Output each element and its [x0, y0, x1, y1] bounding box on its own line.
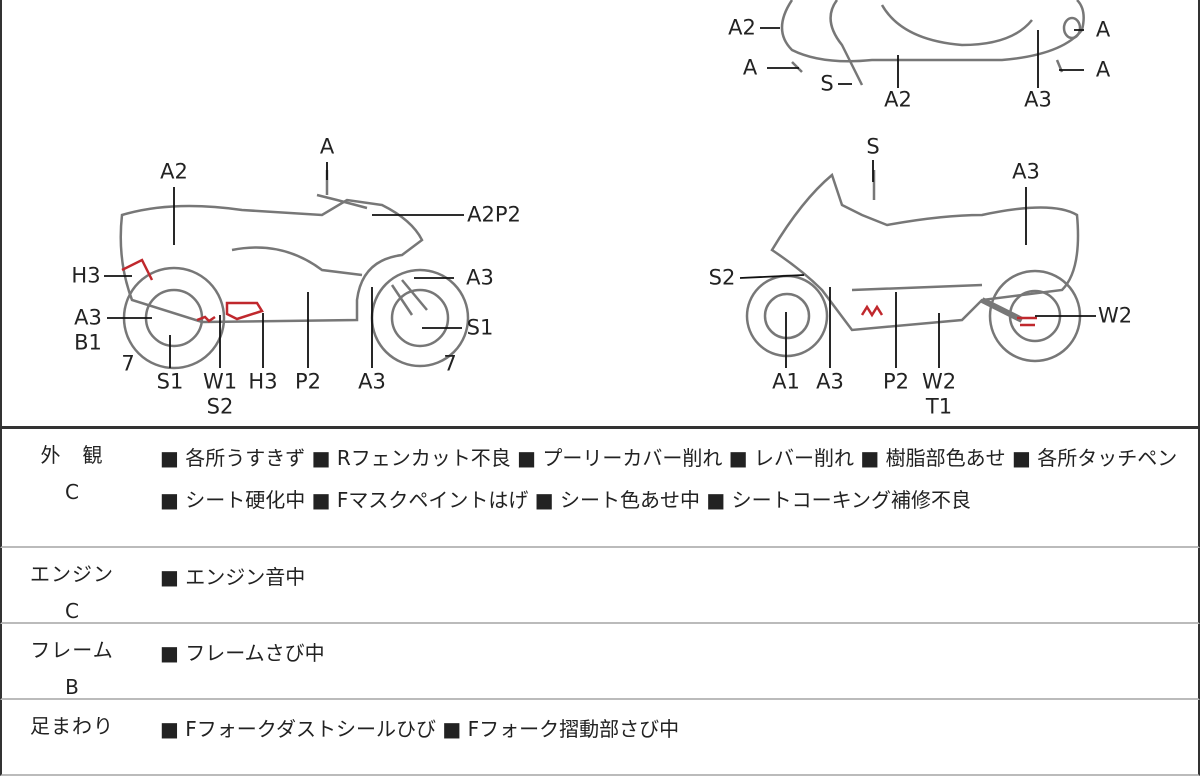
label-top: A2	[728, 15, 756, 40]
row-grade: C	[65, 480, 79, 504]
row-label: 外 観	[40, 443, 104, 467]
label-right: W2	[921, 369, 957, 394]
label-right: A3	[816, 369, 844, 394]
label-left: H3	[248, 369, 278, 394]
label-left: S1	[466, 315, 494, 340]
row-notes: ■ Fフォークダストシールひび ■ Fフォーク摺動部さび中	[160, 717, 680, 741]
label-right: P2	[882, 369, 910, 394]
label-left: A3	[466, 265, 494, 290]
label-right: S	[866, 134, 880, 159]
label-left: W1	[202, 369, 238, 394]
label-right: W2	[1097, 303, 1133, 328]
row-label: フレーム	[30, 638, 114, 662]
label-right: S2	[708, 265, 736, 290]
row-grade: C	[65, 599, 79, 623]
row-grade: B	[65, 675, 79, 699]
label-left: A2	[160, 159, 188, 184]
label-right: A3	[1012, 159, 1040, 184]
label-left: A3	[74, 305, 102, 330]
label-top: S	[820, 71, 834, 96]
label-left: S1	[156, 369, 184, 394]
row-suspension: 足まわり ■ Fフォークダストシールひび ■ Fフォーク摺動部さび中	[0, 700, 1200, 776]
damage-diagram: A2 A A S A A2 A3 A A2 A2P2 H3 A3 A3 B1 S…	[0, 0, 1200, 428]
label-left: H3	[71, 263, 101, 288]
label-right: A1	[772, 369, 800, 394]
right-view-scooter	[745, 170, 1082, 363]
label-left: S2	[206, 394, 234, 419]
label-left: P2	[294, 369, 322, 394]
label-top: A	[1095, 57, 1111, 82]
left-view-scooter	[119, 170, 470, 370]
row-label: 足まわり	[30, 714, 114, 738]
label-top: A2	[884, 87, 912, 112]
label-right: T1	[925, 394, 953, 419]
label-left: A2P2	[467, 202, 521, 227]
row-label: エンジン	[30, 562, 114, 586]
label-left: A3	[358, 369, 386, 394]
label-left: B1	[74, 330, 102, 355]
label-top: A	[1095, 17, 1111, 42]
condition-table: 外 観 C ■ 各所うすきず ■ Rフェンカット不良 ■ プーリーカバー削れ ■ …	[0, 426, 1200, 776]
row-engine: エンジン C ■ エンジン音中	[0, 548, 1200, 624]
scooter-outlines	[104, 0, 1096, 370]
label-left: 7	[443, 351, 457, 376]
label-top: A	[742, 55, 758, 80]
row-notes: ■ エンジン音中	[160, 565, 306, 589]
label-left: 7	[121, 351, 135, 376]
label-left: A	[319, 134, 335, 159]
row-notes: ■ 各所うすきず ■ Rフェンカット不良 ■ プーリーカバー削れ ■ レバー削れ…	[160, 446, 1178, 512]
row-notes: ■ フレームさび中	[160, 641, 325, 665]
leader-lines	[104, 27, 1096, 368]
row-exterior: 外 観 C ■ 各所うすきず ■ Rフェンカット不良 ■ プーリーカバー削れ ■ …	[0, 429, 1200, 548]
row-frame: フレーム B ■ フレームさび中	[0, 624, 1200, 700]
label-top: A3	[1024, 87, 1052, 112]
